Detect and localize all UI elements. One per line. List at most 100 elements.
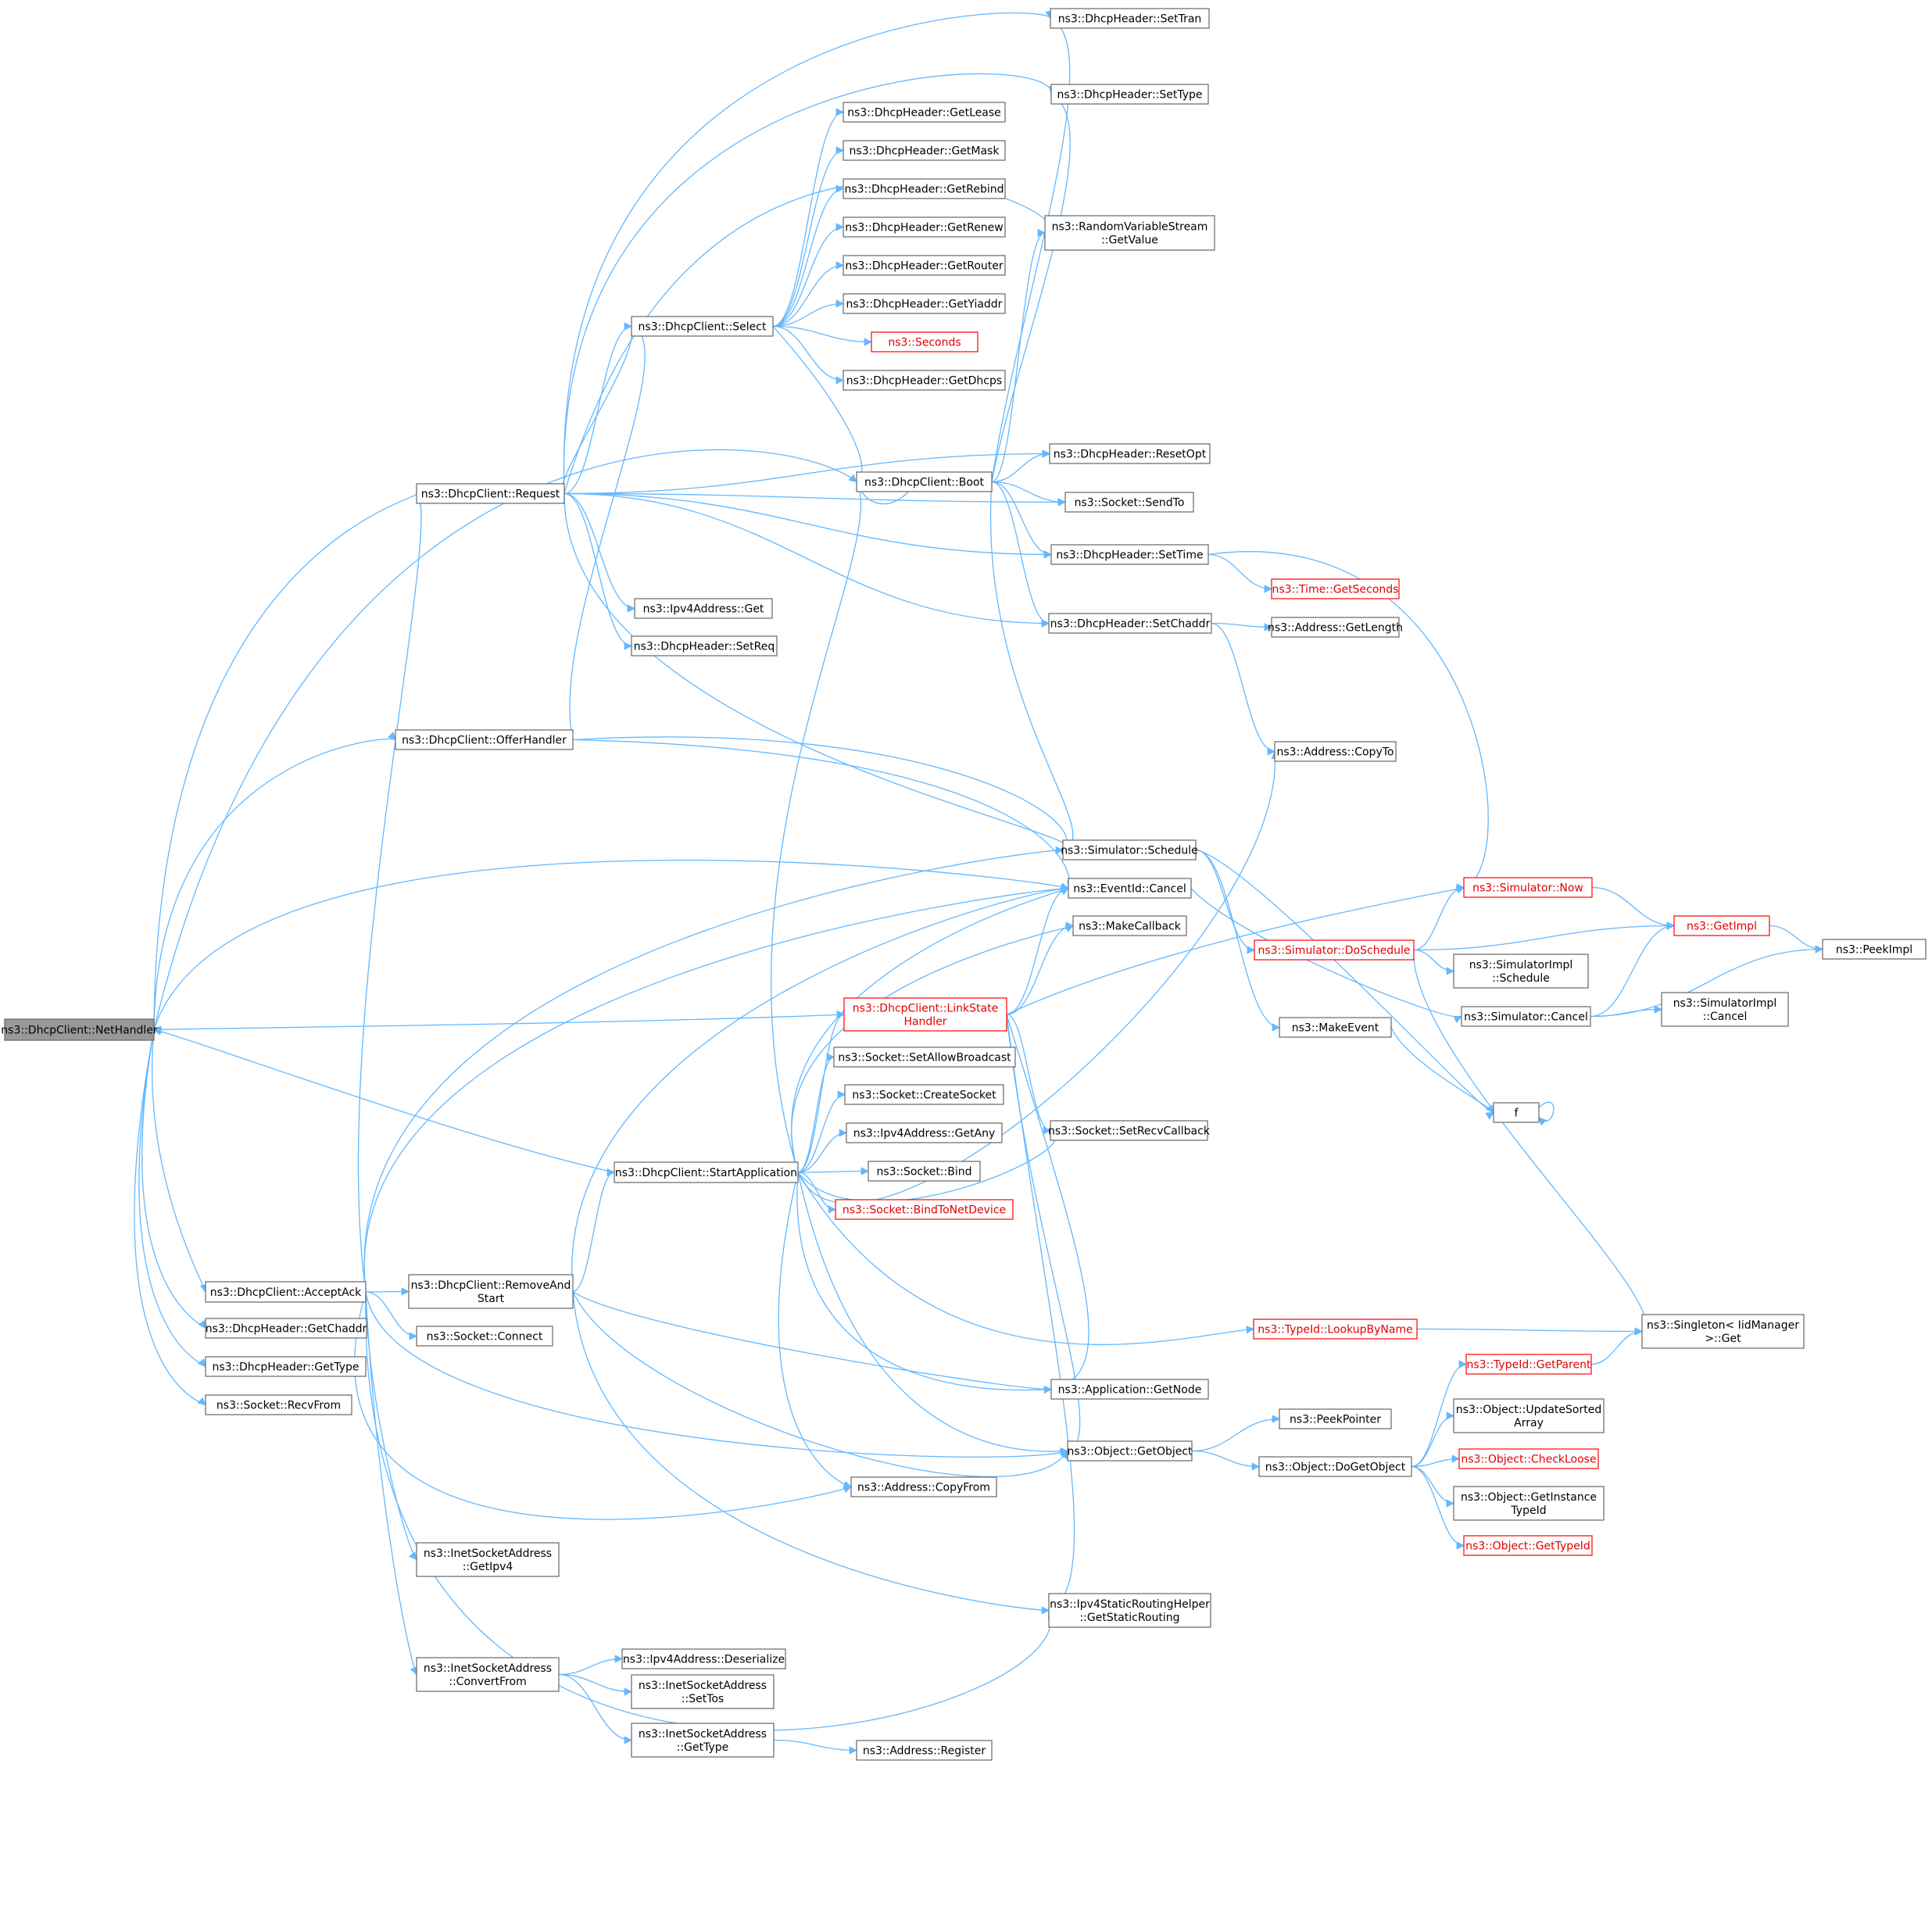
node-label: Start [478,1293,505,1305]
node-getrenew[interactable]: ns3::DhcpHeader::GetRenew [843,216,1006,238]
node-gettypeid[interactable]: ns3::Object::GetTypeId [1463,1535,1593,1556]
node-schedule[interactable]: ns3::Simulator::Schedule [1061,839,1198,860]
node-simimplsched[interactable]: ns3::SimulatorImpl::Schedule [1453,954,1589,989]
node-inetgettype[interactable]: ns3::InetSocketAddress::GetType [631,1723,775,1758]
node-bind[interactable]: ns3::Socket::Bind [868,1161,981,1182]
node-settran[interactable]: ns3::DhcpHeader::SetTran [1050,8,1210,29]
node-box [205,1394,352,1415]
node-doschedule[interactable]: ns3::Simulator::DoSchedule [1254,939,1415,961]
edge-settime-to-simnow [1208,551,1489,889]
node-connect[interactable]: ns3::Socket::Connect [416,1326,553,1347]
node-label: ns3::Singleton< IidManager [1647,1319,1799,1332]
node-label: ns3::DhcpHeader::GetYiaddr [846,299,1003,311]
edge-linkstate-to-root [152,1014,845,1034]
node-offer[interactable]: ns3::DhcpClient::OfferHandler [395,729,574,750]
node-peekimpl[interactable]: ns3::PeekImpl [1822,939,1927,960]
node-checkloose[interactable]: ns3::Object::CheckLoose [1458,1448,1599,1469]
edge-simnow-to-getimpl [1591,886,1676,930]
node-getmask[interactable]: ns3::DhcpHeader::GetMask [843,140,1006,161]
node-getrebind[interactable]: ns3::DhcpHeader::GetRebind [843,178,1006,199]
node-label: f [1515,1107,1519,1120]
node-box [856,471,993,492]
node-label: ns3::Socket::BindToNetDevice [843,1204,1006,1217]
node-timegetsec[interactable]: ns3::Time::GetSeconds [1271,578,1400,599]
node-ipv4get[interactable]: ns3::Ipv4Address::Get [634,598,773,619]
edge-startapp-to-getany [797,1129,848,1173]
node-copyfrom[interactable]: ns3::Address::CopyFrom [850,1476,997,1497]
node-setallow[interactable]: ns3::Socket::SetAllowBroadcast [833,1047,1016,1068]
node-getimpl[interactable]: ns3::GetImpl [1673,915,1770,936]
node-recvfrom[interactable]: ns3::Socket::RecvFrom [205,1394,352,1415]
node-simnow[interactable]: ns3::Simulator::Now [1463,877,1593,898]
node-gettype[interactable]: ns3::DhcpHeader::GetType [205,1356,367,1377]
node-box [843,178,1006,199]
node-box [1068,878,1192,899]
edge-startapp-to-setrecv [797,1129,1059,1202]
node-getdhcps[interactable]: ns3::DhcpHeader::GetDhcps [843,370,1006,391]
edge-select-to-seconds [772,325,873,346]
edge-linkstate-to-cancel [1006,884,1070,1015]
node-getrouter[interactable]: ns3::DhcpHeader::GetRouter [843,255,1006,276]
edge-boot-to-settime [991,481,1053,559]
node-setrecv[interactable]: ns3::Socket::SetRecvCallback [1048,1120,1211,1141]
node-settos[interactable]: ns3::InetSocketAddress::SetTos [631,1674,775,1709]
node-f[interactable]: f [1493,1102,1540,1123]
node-getnode[interactable]: ns3::Application::GetNode [1050,1379,1209,1400]
node-label: ::Schedule [1492,972,1550,985]
node-label: ns3::DhcpHeader::GetRouter [845,260,1003,273]
node-getstatic[interactable]: ns3::Ipv4StaticRoutingHelper::GetStaticR… [1048,1593,1211,1628]
node-seconds[interactable]: ns3::Seconds [871,331,979,352]
edge-linkstate-to-getstatic [1006,1014,1075,1612]
node-boot[interactable]: ns3::DhcpClient::Boot [856,471,993,492]
node-inetgetipv4[interactable]: ns3::InetSocketAddress::GetIpv4 [416,1542,560,1577]
node-root[interactable]: ns3::DhcpClient::NetHandler [1,1018,158,1041]
node-dogetobject[interactable]: ns3::Object::DoGetObject [1258,1456,1412,1477]
node-settype[interactable]: ns3::DhcpHeader::SetType [1050,84,1209,105]
node-peekpointer[interactable]: ns3::PeekPointer [1279,1408,1392,1429]
node-label: ns3::EventId::Cancel [1073,883,1186,896]
node-ipv4deser[interactable]: ns3::Ipv4Address::Deserialize [621,1648,786,1669]
node-label: ns3::Ipv4Address::GetAny [853,1128,996,1140]
node-addrgetlen[interactable]: ns3::Address::GetLength [1268,617,1403,638]
node-getobject[interactable]: ns3::Object::GetObject [1067,1440,1193,1462]
node-singleton[interactable]: ns3::Singleton< IidManager >::Get [1641,1314,1805,1349]
node-inetconv[interactable]: ns3::InetSocketAddress::ConvertFrom [416,1657,560,1692]
node-getlease[interactable]: ns3::DhcpHeader::GetLease [843,102,1006,123]
node-box [1067,1440,1193,1462]
node-startapp[interactable]: ns3::DhcpClient::StartApplication [614,1161,799,1183]
node-setreq[interactable]: ns3::DhcpHeader::SetReq [631,635,778,657]
node-setchaddr[interactable]: ns3::DhcpHeader::SetChaddr [1048,613,1212,634]
edge-doschedule-to-singleton [1413,950,1651,1333]
node-simcancel[interactable]: ns3::Simulator::Cancel [1461,1006,1591,1027]
node-lookupbyname[interactable]: ns3::TypeId::LookupByName [1253,1318,1418,1340]
node-copyto[interactable]: ns3::Address::CopyTo [1274,741,1397,762]
node-label: ns3::DhcpHeader::GetRenew [845,222,1004,234]
node-makeevent[interactable]: ns3::MakeEvent [1279,1017,1392,1038]
node-createsock[interactable]: ns3::Socket::CreateSocket [844,1084,1004,1105]
node-settime[interactable]: ns3::DhcpHeader::SetTime [1050,544,1209,565]
node-getchaddr[interactable]: ns3::DhcpHeader::GetChaddr [205,1318,367,1339]
node-getany[interactable]: ns3::Ipv4Address::GetAny [846,1122,1003,1143]
node-cancel[interactable]: ns3::EventId::Cancel [1068,878,1192,899]
node-acceptack[interactable]: ns3::DhcpClient::AcceptAck [205,1281,367,1303]
node-getparent[interactable]: ns3::TypeId::GetParent [1465,1354,1592,1375]
node-label: ns3::Seconds [888,337,961,349]
node-register[interactable]: ns3::Address::Register [856,1740,993,1761]
node-rvsget[interactable]: ns3::RandomVariableStream::GetValue [1044,215,1215,251]
node-sendto[interactable]: ns3::Socket::SendTo [1064,492,1194,513]
node-getyiaddr[interactable]: ns3::DhcpHeader::GetYiaddr [843,293,1006,314]
node-request[interactable]: ns3::DhcpClient::Request [416,483,565,504]
node-label: ns3::Application::GetNode [1058,1384,1202,1397]
node-label: ns3::DhcpHeader::GetChaddr [206,1323,367,1336]
node-box [1274,741,1397,762]
node-makecb[interactable]: ns3::MakeCallback [1072,915,1187,936]
node-resetopt[interactable]: ns3::DhcpHeader::ResetOpt [1049,443,1211,464]
node-bindnet[interactable]: ns3::Socket::BindToNetDevice [835,1199,1014,1220]
node-box [1493,1102,1540,1123]
node-select[interactable]: ns3::DhcpClient::Select [631,316,774,337]
node-simimplcancel[interactable]: ns3::SimulatorImpl::Cancel [1661,992,1789,1027]
